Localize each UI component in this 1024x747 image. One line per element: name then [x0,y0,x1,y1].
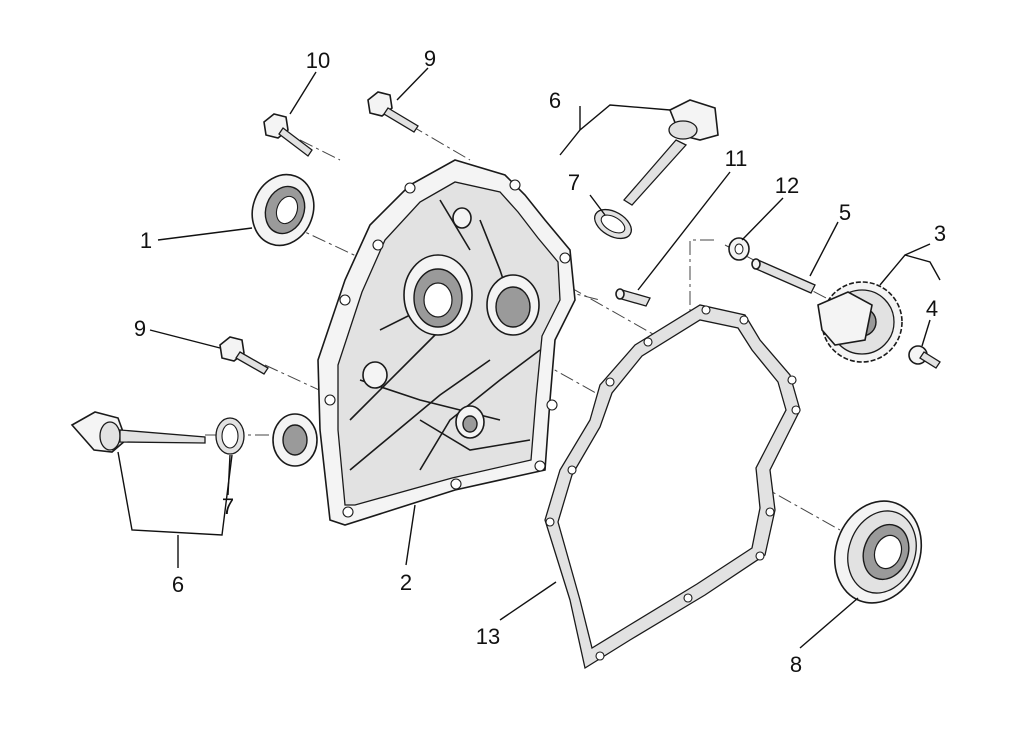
leader-11 [637,171,731,291]
callout-13: 13 [476,624,500,649]
leader-9-top [396,67,429,101]
callout-6-top: 6 [549,88,561,113]
callout-3: 3 [934,221,946,246]
leader-3-stem [904,243,931,256]
oil-dipstick-6-top [623,99,719,206]
o-ring-7-left [215,417,245,455]
callout-6-left: 6 [172,572,184,597]
cover-main-boss [403,254,473,336]
bracket-6-top [559,104,671,156]
washer-12 [728,237,750,261]
leader-lines [117,67,941,649]
governor-gear-3 [817,281,903,363]
callout-1: 1 [140,228,152,253]
dowel-pin-11 [615,288,651,307]
callout-5: 5 [839,200,851,225]
callout-11: 11 [725,146,748,171]
leader-5 [809,221,839,277]
leader-13 [499,581,557,621]
callout-9-left: 9 [134,316,146,341]
leader-4 [921,319,931,347]
leader-12 [741,197,784,241]
cover-secondary-boss [486,274,540,336]
ball-bearing-8 [833,500,923,604]
leader-2 [405,504,416,566]
flange-bolt-9-top [367,91,419,133]
oil-seal-1 [251,173,315,247]
bracket-6-left [117,451,233,536]
callout-9-top: 9 [424,46,436,71]
flange-bolt-9-left [219,336,269,375]
callout-labels: 10 9 6 7 11 12 5 3 4 1 9 7 6 2 13 8 [134,46,946,677]
crankcase-cover-2 [272,159,576,526]
o-ring-7-top [594,208,632,240]
cover-oil-fill-port [272,413,318,467]
oil-dipstick-6-left [70,411,206,453]
gasket-bolt-holes [545,305,801,661]
leader-7-left [227,454,231,496]
flange-bolt-10 [263,113,313,157]
leader-1 [157,227,253,241]
callout-7-left: 7 [222,494,234,519]
leader-7-top [589,194,606,216]
leader-9-left [149,329,221,349]
callout-12: 12 [775,173,799,198]
callout-8: 8 [790,652,802,677]
leader-10 [289,71,317,115]
bolt-4 [908,345,941,369]
callout-7-top: 7 [568,170,580,195]
callout-10: 10 [306,48,330,73]
cover-small-boss [362,207,485,439]
callout-4: 4 [926,296,938,321]
cover-bolt-holes [324,179,571,518]
callout-2: 2 [400,570,412,595]
shaft-5 [751,258,816,294]
gasket-13 [544,304,801,670]
leader-8 [799,597,859,649]
bracket-3 [879,254,941,286]
